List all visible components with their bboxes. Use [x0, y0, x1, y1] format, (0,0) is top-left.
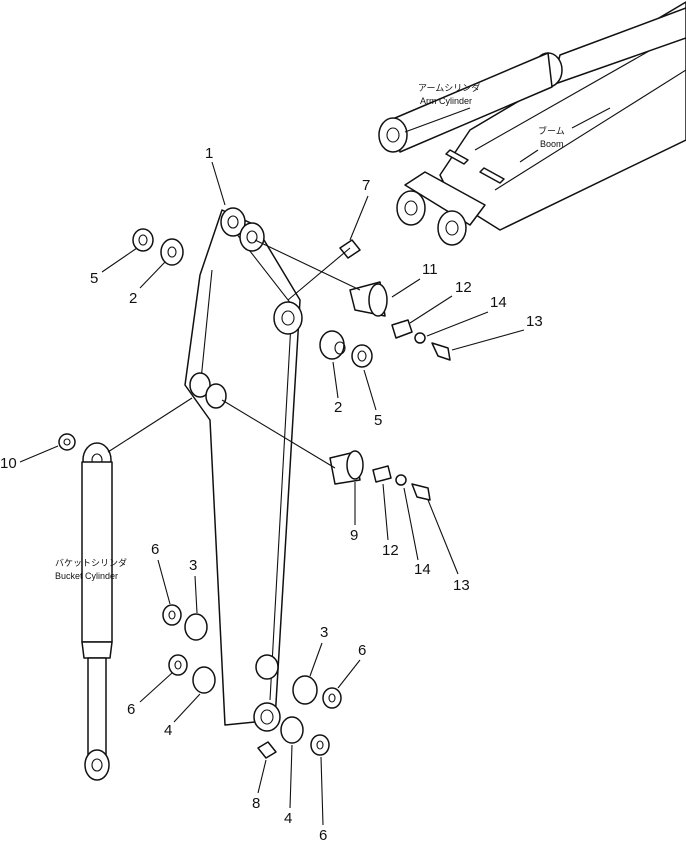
part-label-seal-top-left: 5: [90, 270, 98, 287]
bushing-bottom-left-lower-shape: [192, 666, 216, 694]
part-label-seal-top-right: 5: [374, 412, 382, 429]
part-label-bushing-top-left: 2: [129, 290, 137, 307]
part-label-seal-bottom-left-lower: 6: [127, 701, 135, 718]
seal-top-right-shape: [351, 344, 373, 368]
part-label-pin-mid: 9: [350, 527, 358, 544]
part-label-washer-top: 14: [490, 294, 507, 311]
plate-mid-shape: [372, 465, 392, 483]
part-label-plate-mid: 12: [382, 542, 399, 559]
seal-bottom-right-upper-shape: [322, 687, 342, 709]
bucket-cylinder: [81, 442, 113, 781]
arm-cylinder-label-en: Arm Cylinder: [420, 96, 472, 106]
part-label-plate-top: 12: [455, 279, 472, 296]
part-label-washer-mid: 14: [414, 561, 431, 578]
bushing-top-right-shape: [319, 330, 345, 360]
boom-label-en: Boom: [540, 139, 564, 149]
bolt-top-shape: [431, 342, 451, 361]
part-label-seal-bottom-right-lower: 6: [319, 827, 327, 842]
part-label-seal-bottom-left-upper: 6: [151, 541, 159, 558]
washer-mid-shape: [395, 474, 407, 486]
seal-bottom-right-lower-shape: [310, 734, 330, 756]
seal-top-left-shape: [132, 228, 154, 252]
part-label-bolt-top: 13: [526, 313, 543, 330]
plate-top-shape: [391, 319, 413, 339]
part-label-bushing-bottom-left-upper: 3: [189, 557, 197, 574]
seal-bottom-left-lower-shape: [168, 654, 188, 676]
bushing-bottom-right-upper-shape: [292, 675, 318, 705]
bolt-mid-shape: [411, 483, 431, 501]
part-label-grease-fitting-top: 7: [362, 177, 370, 194]
part-label-bushing-bottom-right-upper: 3: [320, 624, 328, 641]
arm-cylinder: [378, 7, 686, 153]
arm: [184, 207, 303, 732]
part-label-bushing-bottom-right-lower: 4: [284, 810, 292, 827]
washer-left-shape: [58, 433, 76, 451]
part-label-bushing-top-right: 2: [334, 399, 342, 416]
bucket-cylinder-label-jp: バケットシリンダ: [55, 557, 127, 568]
part-label-pin-top: 11: [422, 261, 438, 278]
washer-top-shape: [414, 332, 426, 344]
seal-bottom-left-upper-shape: [162, 604, 182, 626]
boom-label-jp: ブーム: [538, 125, 565, 136]
part-label-bushing-bottom-left-lower: 4: [164, 722, 172, 739]
part-label-seal-bottom-right-upper: 6: [358, 642, 366, 659]
grease-fitting-top-shape: [339, 239, 361, 259]
bushing-top-left-shape: [160, 238, 184, 266]
bushing-bottom-right-lower-shape: [280, 716, 304, 744]
part-label-grease-fitting-bottom: 8: [252, 795, 260, 812]
bucket-cylinder-label-en: Bucket Cylinder: [55, 571, 118, 581]
part-label-washer-left: 10: [0, 455, 17, 472]
bushing-bottom-left-upper-shape: [184, 613, 208, 641]
arm-cylinder-label-jp: アームシリンダ: [418, 82, 480, 93]
grease-fitting-bottom-shape: [257, 741, 277, 759]
part-label-bolt-mid: 13: [453, 577, 470, 594]
part-label-arm: 1: [205, 145, 213, 162]
